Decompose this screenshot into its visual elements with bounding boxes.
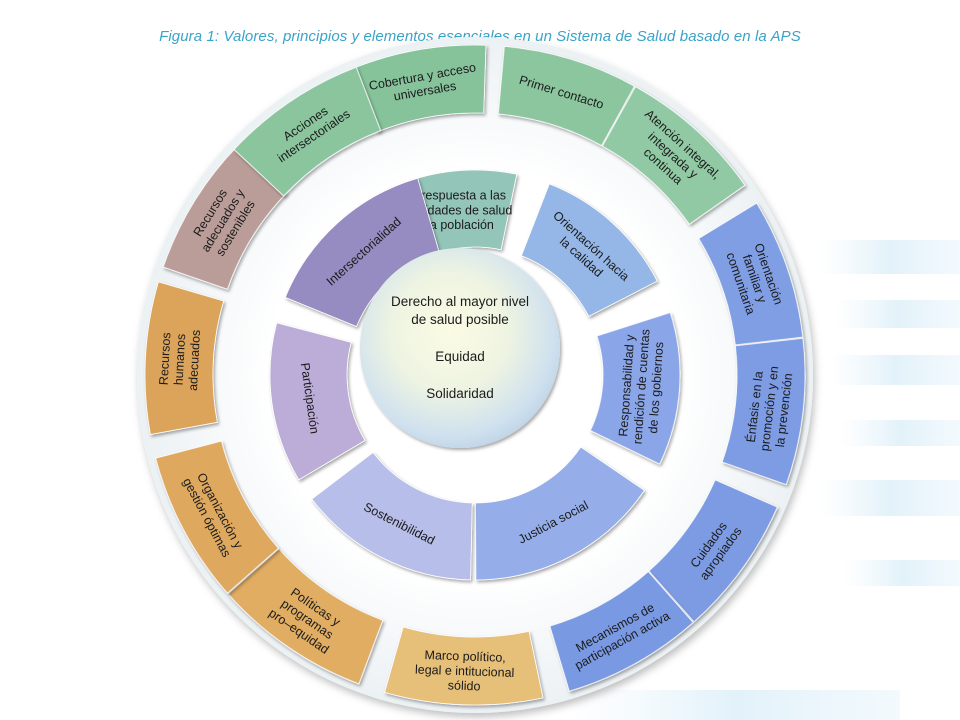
principle-responsabilidad-y-rendicion-de-cuentas-de-los-gobiernos-label: Responsabilidad yrendición de cuentasde … (616, 328, 667, 446)
figure-title: Figura 1: Valores, principios y elemento… (159, 28, 801, 45)
core-value-equidad: Equidad (435, 349, 485, 364)
principle-orientacion-hacia-la-calidad-shape (520, 183, 658, 317)
element-acciones-intersectoriales: Accionesintersectoriales (233, 66, 382, 197)
element-recursos-humanos-adecuados-line: Recursos (157, 332, 174, 385)
principle-intersectorialidad-shape (284, 177, 440, 328)
element-enfasis-en-la-promocion-y-en-la-prevencion: Énfasis en lapromoción y enla prevención (721, 337, 806, 486)
principle-dar-respuesta-a-las-necesidades-de-salud-de-la-poblacion-line: Dar respuesta a las (398, 189, 506, 203)
principle-participacion: Participación (269, 322, 366, 481)
core-line-2: de salud posible (411, 312, 509, 327)
principle-responsabilidad-y-rendicion-de-cuentas-de-los-gobiernos-line: de los gobiernos (646, 341, 666, 433)
principle-intersectorialidad: Intersectorialidad (284, 177, 440, 328)
element-marco-politico-legal-e-intitucional-solido-line: sólido (448, 678, 481, 693)
element-marco-politico-legal-e-intitucional-solido-label: Marco político,legal e intitucionalsólid… (414, 648, 515, 695)
principle-sostenibilidad-shape (311, 451, 473, 581)
principle-participacion-shape (269, 322, 366, 481)
element-organizacion-y-gestion-optimas-shape (155, 440, 280, 594)
element-acciones-intersectoriales-shape (233, 66, 382, 197)
principle-justicia-social: Justicia social (475, 446, 646, 581)
element-enfasis-en-la-promocion-y-en-la-prevencion-shape (721, 337, 806, 486)
element-orientacion-familiar-y-comunitaria: Orientaciónfamiliar ycomunitaria (698, 202, 804, 346)
element-recursos-humanos-adecuados-line: adecuados (186, 329, 203, 391)
element-recursos-adecuados-y-sostenibles: Recursosadecuados ysostenibles (162, 145, 287, 290)
element-recursos-humanos-adecuados: Recursoshumanosadecuados (144, 281, 225, 436)
element-recursos-humanos-adecuados-label: Recursoshumanosadecuados (156, 328, 203, 391)
principle-responsabilidad-y-rendicion-de-cuentas-de-los-gobiernos: Responsabilidad yrendición de cuentasde … (589, 311, 681, 465)
core-line-1: Derecho al mayor nivel (391, 294, 529, 309)
element-atencion-integral-integrada-y-continua-shape (601, 86, 746, 225)
principle-orientacion-hacia-la-calidad: Orientación haciala calidad (520, 183, 658, 317)
element-politicas-y-programas-pro-equidad: Políticas yprogramaspro–equidad (227, 548, 384, 685)
element-marco-politico-legal-e-intitucional-solido: Marco político,legal e intitucionalsólid… (384, 626, 544, 706)
element-cuidados-apropiados: Cuidadosapropiados (648, 479, 778, 623)
principle-justicia-social-shape (475, 446, 646, 581)
element-mecanismos-de-participacion-activa: Mecanismos departicipación activa (549, 570, 694, 692)
element-marco-politico-legal-e-intitucional-solido-line: legal e intitucional (415, 662, 515, 679)
element-mecanismos-de-participacion-activa-shape (549, 570, 694, 692)
element-recursos-humanos-adecuados-shape (144, 281, 225, 436)
element-recursos-humanos-adecuados-line: humanos (171, 333, 188, 385)
element-primer-contacto-shape (497, 45, 636, 147)
core-value-solidaridad: Solidaridad (426, 386, 494, 401)
element-cuidados-apropiados-shape (648, 479, 778, 623)
element-orientacion-familiar-y-comunitaria-shape (698, 202, 804, 346)
element-primer-contacto: Primer contacto (497, 45, 636, 147)
element-atencion-integral-integrada-y-continua: Atención integral,integrada ycontinua (601, 86, 746, 225)
element-cobertura-y-acceso-universales: Cobertura y accesouniversales (351, 44, 487, 133)
principle-sostenibilidad: Sostenibilidad (311, 451, 473, 581)
element-politicas-y-programas-pro-equidad-shape (227, 548, 384, 685)
element-cobertura-y-acceso-universales-shape (351, 44, 487, 133)
core-circle (360, 248, 560, 448)
core-values: Derecho al mayor nivel de salud posible … (360, 248, 560, 448)
element-marco-politico-legal-e-intitucional-solido-line: Marco político, (424, 648, 506, 665)
principle-responsabilidad-y-rendicion-de-cuentas-de-los-gobiernos-shape (589, 311, 681, 465)
element-marco-politico-legal-e-intitucional-solido-shape (384, 626, 544, 706)
